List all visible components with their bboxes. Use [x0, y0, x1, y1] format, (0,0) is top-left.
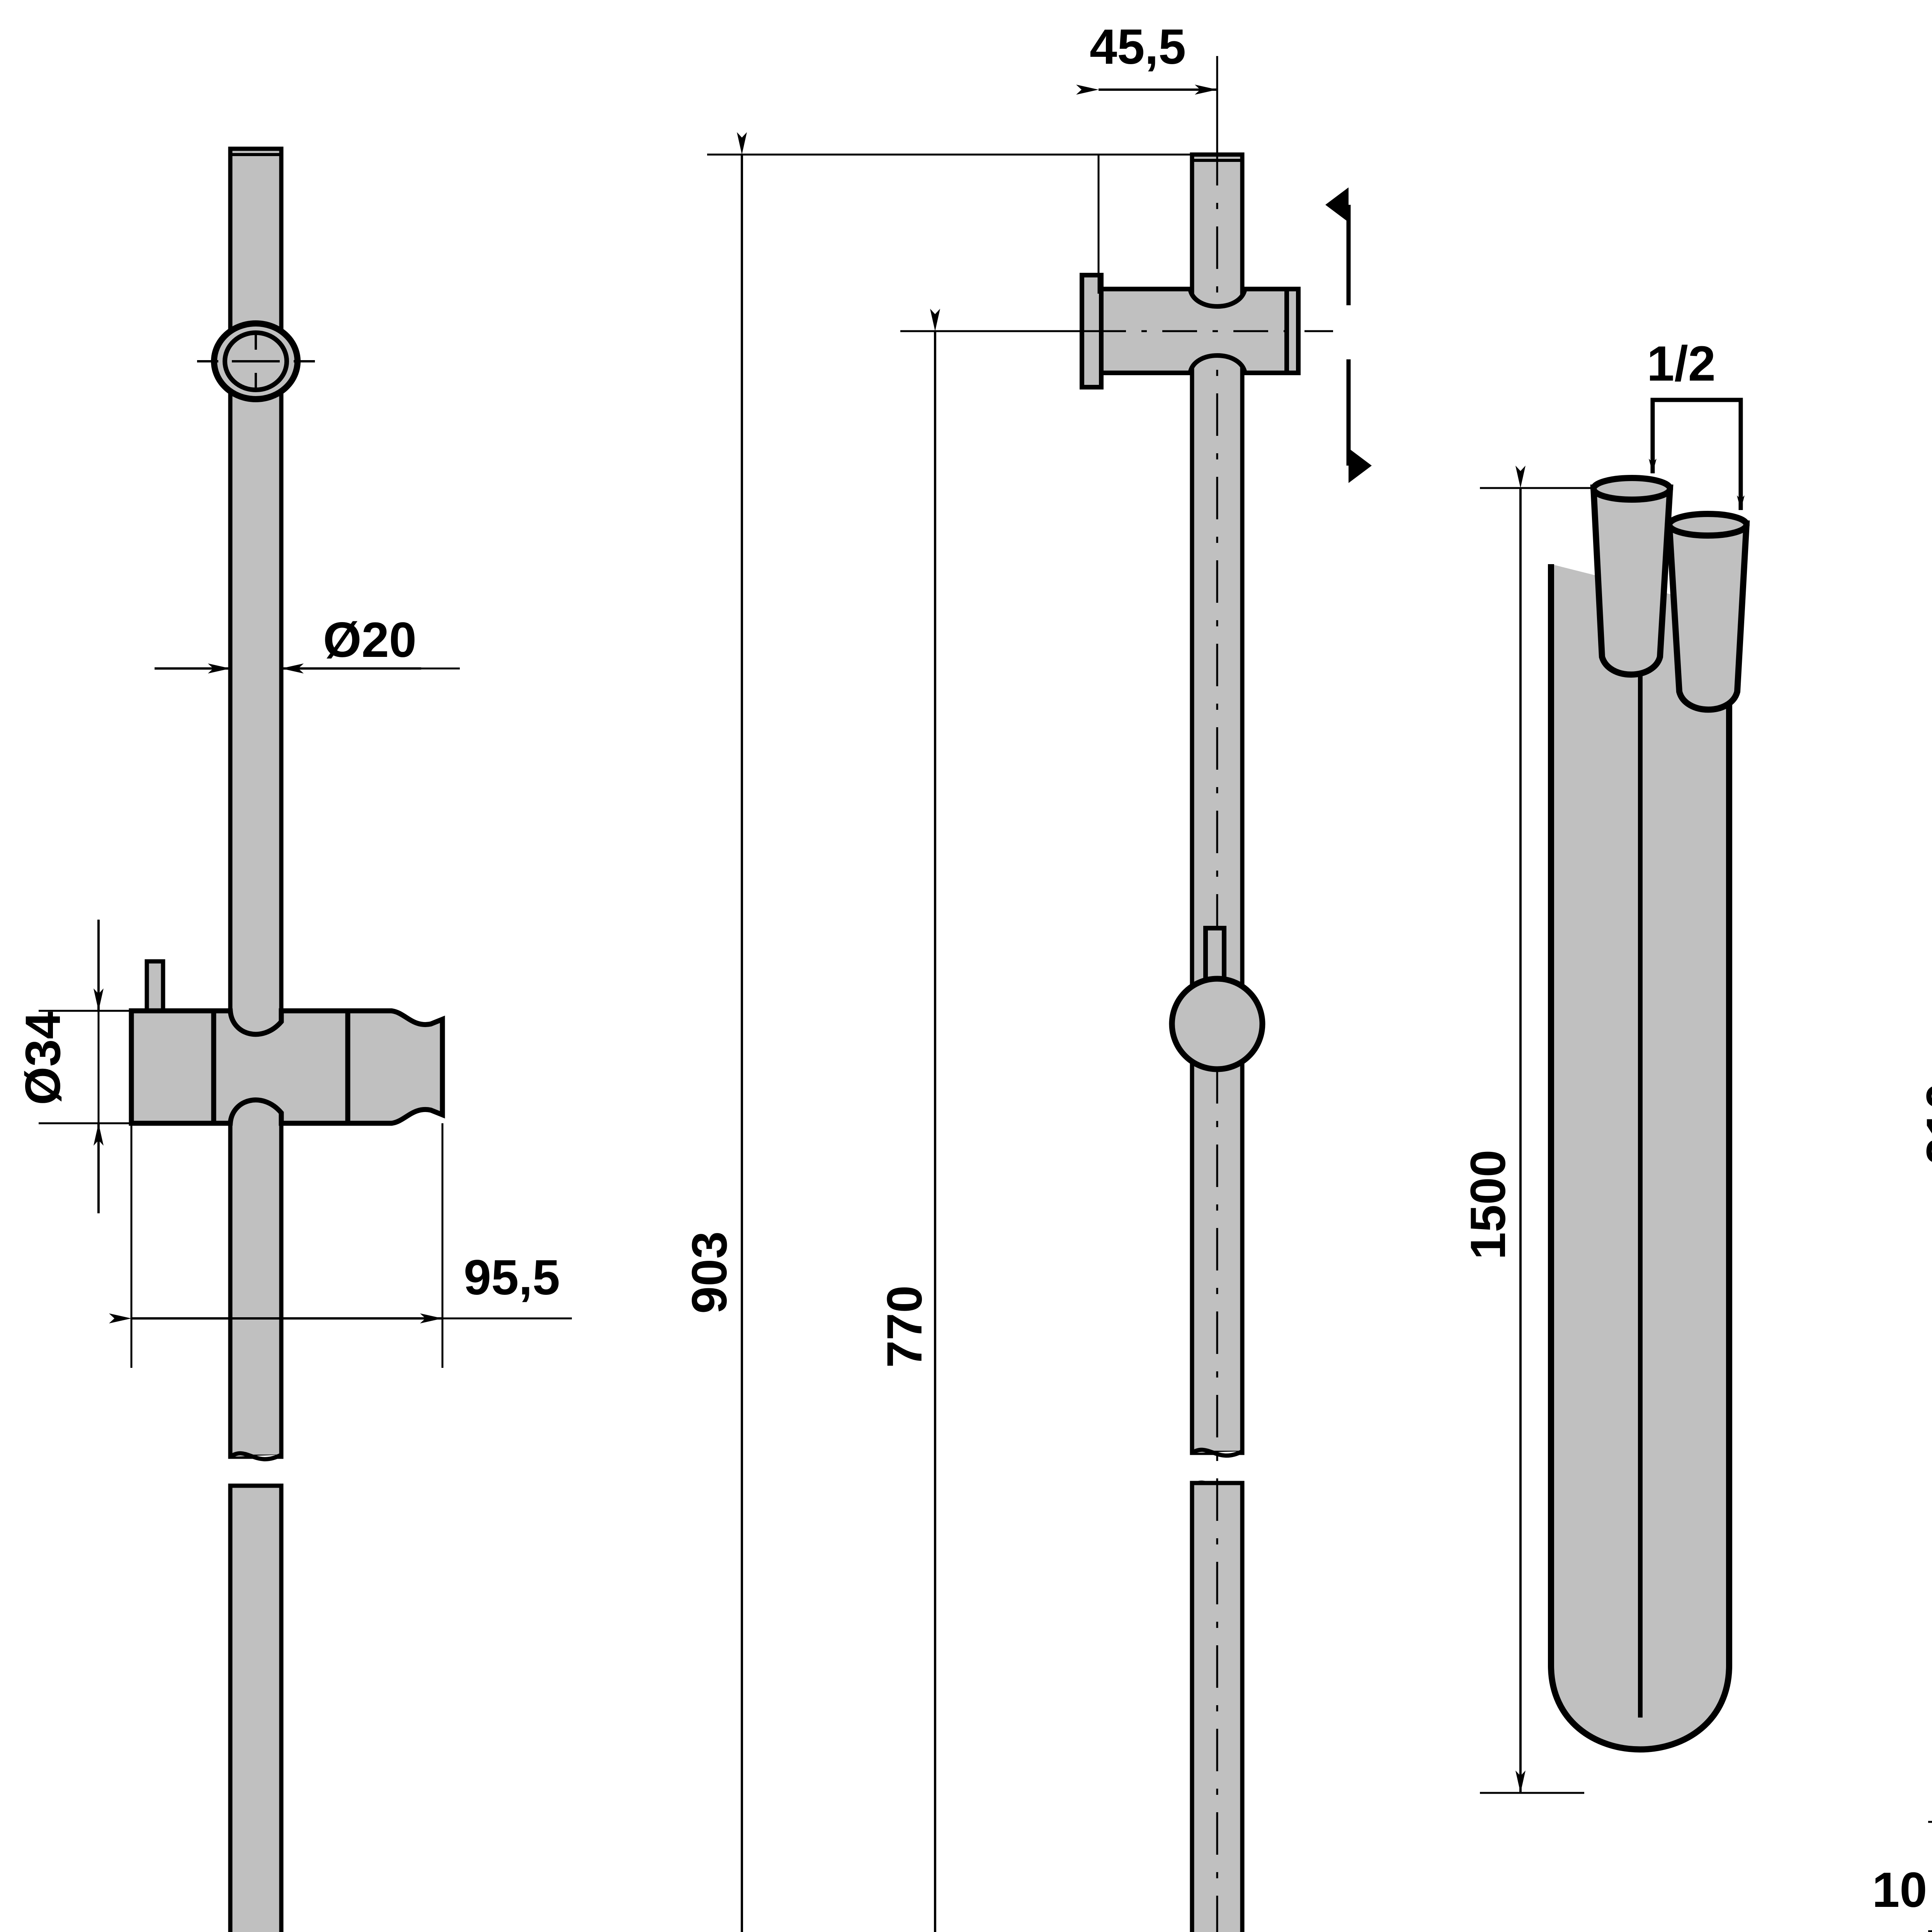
connector-left-cone: [1590, 485, 1673, 678]
holder-centre-clamp: [211, 1008, 350, 1126]
dimension-holder-height: Ø34: [15, 920, 155, 1213]
dimension-bracket-wall-offset: 45,5: [1076, 19, 1218, 294]
dimension-label-10: 10: [1872, 1862, 1927, 1918]
dimension-label-210: 210: [1917, 1082, 1932, 1165]
dimension-label-770: 770: [877, 1285, 932, 1368]
shower-rail-front-view: Ø20 Ø34 95,5: [15, 146, 572, 1932]
dimension-label-diameter-20: Ø20: [323, 612, 417, 668]
dimension-handshower-connector-length: 10: [1872, 1821, 1932, 1932]
holder-lever-pin[interactable]: [145, 959, 165, 1013]
rail-tube-lower: [228, 1483, 284, 1932]
dimension-bracket-centre-distance: 770: [877, 309, 1097, 1932]
dimension-label-95-5: 95,5: [464, 1250, 560, 1305]
side-break-line-upper: [1191, 1447, 1243, 1458]
hand-shower-view: Ø24 210 10 1/2: [1872, 1082, 1932, 1932]
connector-right-rim: [1666, 511, 1750, 539]
dimension-label-1500: 1500: [1461, 1150, 1516, 1260]
break-line-upper: [229, 1451, 282, 1461]
slider-knob-circle[interactable]: [1169, 976, 1265, 1072]
connector-right-cone: [1666, 520, 1750, 713]
dimension-rail-diameter: Ø20: [155, 568, 460, 696]
dimension-label-903: 903: [682, 1231, 737, 1314]
dimension-label-diameter-34: Ø34: [15, 1012, 71, 1105]
dimension-label-45-5: 45,5: [1090, 19, 1186, 75]
shower-rail-side-view: 45,5 903 770: [682, 19, 1372, 1932]
dimension-holder-projection: 95,5: [109, 1123, 572, 1368]
dimension-hose-connector-thread: 1/2: [1647, 336, 1745, 510]
hose-connector-right: [1666, 511, 1750, 713]
slider-knob[interactable]: [1169, 926, 1265, 1072]
holder-cup-arm: [345, 1008, 445, 1126]
shower-hose-view: 1/2 1500: [1461, 336, 1750, 1794]
dimension-rail-overall-length: 903: [682, 132, 1190, 1932]
dimension-hose-length: 1500: [1461, 466, 1592, 1794]
handshower-holder-bracket[interactable]: [129, 959, 445, 1126]
connector-left-rim: [1590, 475, 1673, 503]
dimension-handshower-body-length: 210: [1917, 1082, 1932, 1165]
hose-connector-left: [1590, 475, 1673, 678]
upper-wall-mount: [197, 320, 315, 402]
dimension-label-half-inch-hose: 1/2: [1647, 336, 1716, 391]
holder-left-block: [129, 1008, 216, 1126]
